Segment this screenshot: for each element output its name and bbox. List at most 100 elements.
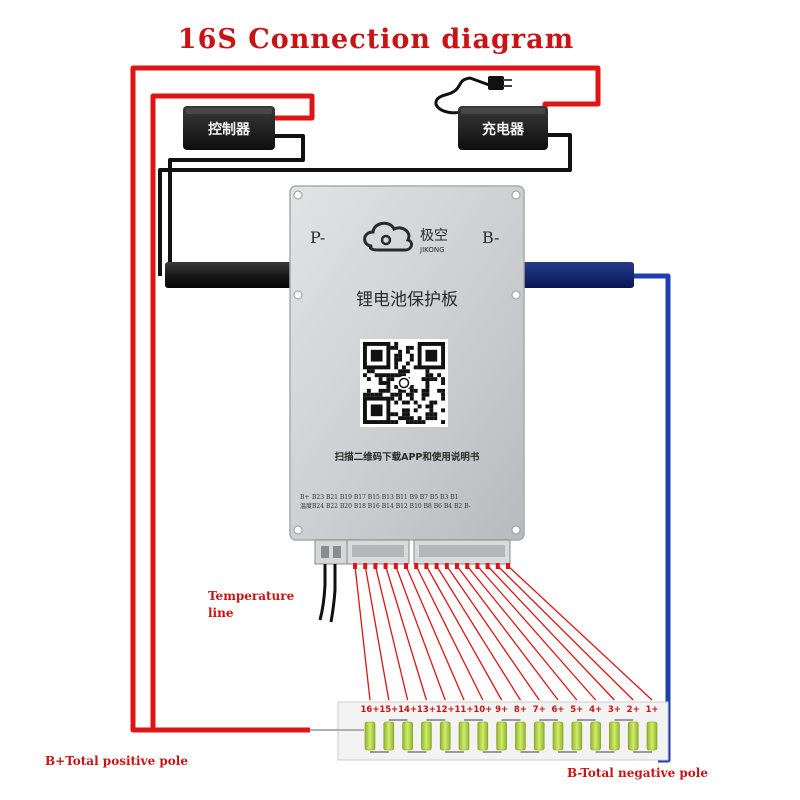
p-minus-label: P- <box>310 228 325 247</box>
board-title: 锂电池保护板 <box>356 290 458 310</box>
temperature-connector <box>314 539 348 565</box>
battery-cell <box>571 721 583 751</box>
controller-negative-wire <box>168 134 305 270</box>
battery-cell <box>627 721 639 751</box>
wire-terminal <box>475 563 480 569</box>
pin-row-2: B24 B22 B20 B18 B16 B14 B12 B10 B8 B6 B4… <box>312 503 471 510</box>
charger-negative-wire <box>158 133 572 276</box>
cell-label: 3+ <box>608 705 621 715</box>
brand-cn: 极空 <box>420 228 448 244</box>
temperature-label-2: line <box>208 606 234 620</box>
negative-wire <box>632 273 671 763</box>
scan-instructions: 扫描二维码下载APP和使用说明书 <box>335 451 480 463</box>
battery-cell <box>533 721 545 751</box>
temperature-label-1: Temperature <box>208 589 295 603</box>
temperature-wire <box>318 564 327 621</box>
controller-label: 控制器 <box>208 121 251 138</box>
battery-pack: 16+15+14+13+12+11+10+9+8+7+6+5+4+3+2+1+ <box>310 701 669 761</box>
balance-wire <box>507 565 653 701</box>
qr-code <box>360 339 448 427</box>
balance-wire <box>354 565 371 701</box>
wire-terminal <box>353 563 357 569</box>
balance-wire <box>364 565 390 701</box>
cell-label: 14+ <box>398 705 417 715</box>
balance-wire <box>405 565 465 701</box>
mounting-hole <box>511 290 521 300</box>
pin-row-1-lead: B+ <box>300 494 309 501</box>
wire-terminal <box>363 563 368 569</box>
cell-label: 9+ <box>495 705 508 715</box>
cell-label: 12+ <box>436 705 455 715</box>
cell-label: 8+ <box>514 705 527 715</box>
balance-wire <box>497 565 634 701</box>
cell-label: 16+ <box>361 705 380 715</box>
balance-wire <box>446 565 540 701</box>
cell-label: 10+ <box>473 705 492 715</box>
battery-cell <box>496 721 507 751</box>
b-minus-label: B- <box>482 228 499 247</box>
battery-cell <box>421 721 432 751</box>
wire-terminal <box>373 563 378 569</box>
cloud-logo-icon <box>363 221 414 252</box>
temperature-wire <box>329 564 337 623</box>
balance-wire <box>395 565 446 701</box>
cell-label: 4+ <box>589 705 602 715</box>
battery-cell <box>364 721 376 751</box>
balance-wire <box>487 565 615 701</box>
cell-label: 15+ <box>379 705 398 715</box>
battery-cell <box>590 721 601 751</box>
b-minus-sleeve <box>522 262 634 288</box>
battery-cell <box>458 721 470 751</box>
wire-terminal <box>444 563 449 569</box>
charger-box: 充电器 <box>458 106 548 150</box>
wire-terminal <box>434 563 439 569</box>
wire-terminal <box>404 563 408 569</box>
battery-cell <box>552 721 564 751</box>
wire-terminal <box>465 563 470 569</box>
controller-box: 控制器 <box>183 106 275 150</box>
balance-wires <box>353 563 653 701</box>
brand-en: JIKONG <box>419 246 445 254</box>
charger-label: 充电器 <box>482 121 525 138</box>
b-plus-label: B+Total positive pole <box>45 754 188 768</box>
battery-cell <box>383 721 395 751</box>
balance-wire <box>415 565 484 701</box>
diagram-title: 16S Connection diagram <box>178 24 574 55</box>
wire-terminal <box>455 563 459 569</box>
mounting-hole <box>511 190 521 200</box>
wire-terminal <box>424 563 429 569</box>
wire-terminal <box>414 563 419 569</box>
cell-label: 7+ <box>533 705 546 715</box>
balance-wire <box>456 565 559 701</box>
cell-label: 6+ <box>551 705 564 715</box>
mounting-hole <box>293 190 303 200</box>
controller-positive-wire <box>150 93 315 730</box>
balance-wire <box>436 565 521 701</box>
bms-board: P- B- 极空 JIKONG 锂电池保护板 扫描二维码下载APP和使用说明书 … <box>289 185 525 541</box>
wire-terminal <box>383 563 388 569</box>
b-minus-total-label: B-Total negative pole <box>567 766 708 780</box>
battery-cell <box>402 721 413 751</box>
p-minus-sleeve <box>165 262 293 288</box>
cell-label: 13+ <box>417 705 436 715</box>
battery-cell <box>609 721 620 751</box>
positive-wire-outer <box>130 65 601 733</box>
pin-row-2-lead: 温度 <box>300 502 312 510</box>
balance-wire <box>374 565 409 701</box>
cell-label: 2+ <box>627 705 640 715</box>
mounting-hole <box>511 525 521 535</box>
cell-label: 1+ <box>645 705 658 715</box>
mounting-hole <box>293 290 303 300</box>
battery-cells: 16+15+14+13+12+11+10+9+8+7+6+5+4+3+2+1+ <box>361 705 659 753</box>
battery-cell <box>439 721 451 751</box>
balance-wire <box>425 565 503 701</box>
wire-terminal <box>506 563 510 569</box>
wire-terminal <box>393 563 398 569</box>
battery-cell <box>515 721 526 751</box>
mounting-hole <box>293 525 303 535</box>
battery-cell <box>646 721 658 751</box>
wire-terminal <box>495 563 500 569</box>
balance-wire <box>384 565 428 701</box>
